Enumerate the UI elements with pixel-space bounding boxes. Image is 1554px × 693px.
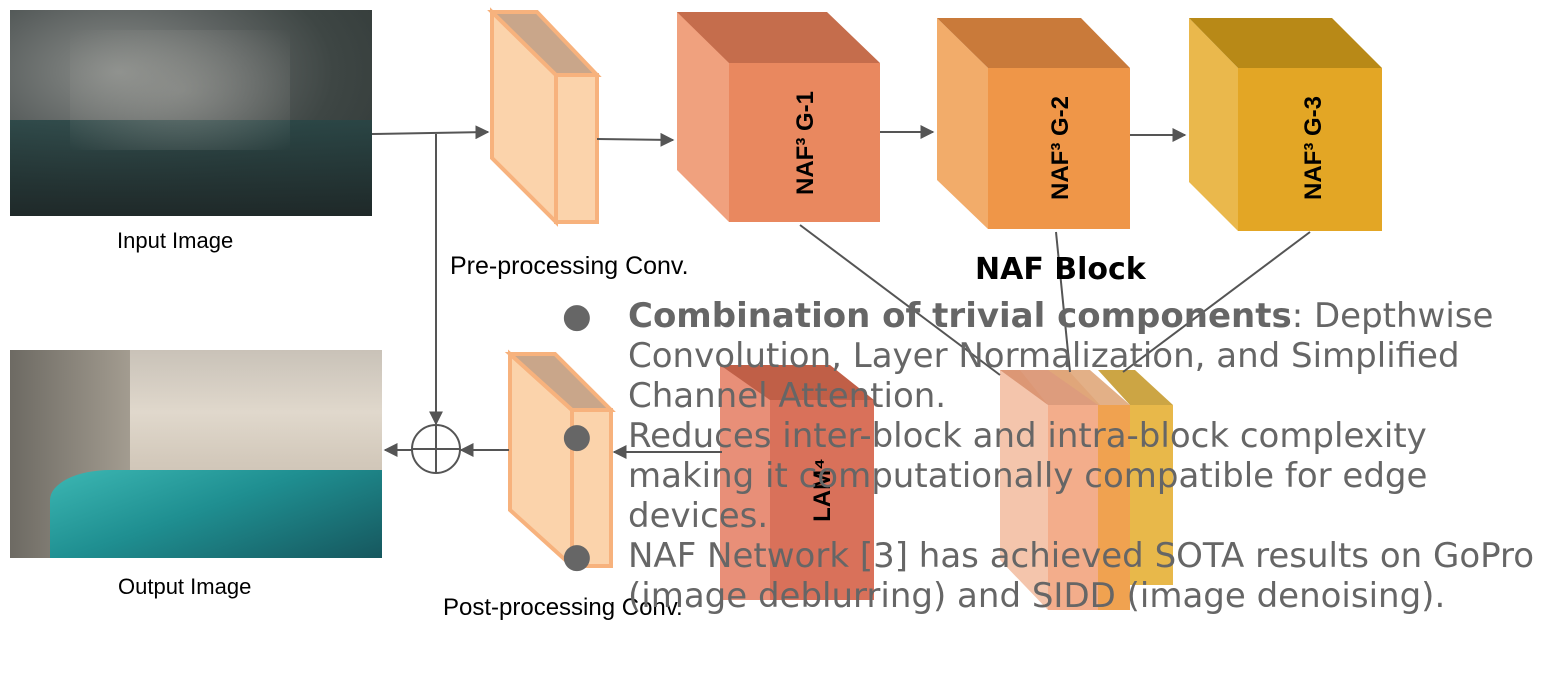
g2-to-naf-block — [1055, 231, 1071, 373]
naf-block-stack — [1000, 370, 1173, 610]
bullet-text: Reduces inter-block and intra-block comp… — [628, 416, 1428, 536]
pre-conv-block — [487, 7, 602, 227]
input-image-haze — [70, 30, 290, 150]
g3-to-naf-block — [1122, 231, 1311, 373]
naf-block-title: NAF Block — [975, 252, 1146, 287]
bullet-list: ● Combination of trivial components: Dept… — [560, 296, 1550, 616]
bullet-text: NAF Network [3] has achieved SOTA result… — [628, 536, 1535, 616]
naf-g2-label: NAF³ G-2 — [1047, 96, 1074, 200]
input-image-caption: Input Image — [117, 228, 234, 253]
input-image — [10, 10, 372, 216]
post-conv-label: Post-processing Conv. — [443, 594, 683, 621]
lam-block: LAM⁴ — [720, 365, 874, 600]
arrow-input-to-preconv — [371, 125, 490, 140]
bullet-item: ● NAF Network [3] has achieved SOTA resul… — [560, 536, 1550, 616]
bullet-item: ● Combination of trivial components: Dept… — [560, 296, 1550, 416]
naf-g3-block: NAF³ G-3 — [1189, 18, 1382, 231]
naf-g3-label: NAF³ G-3 — [1300, 96, 1327, 200]
output-image-caption: Output Image — [118, 574, 252, 599]
naf-g1-label: NAF³ G-1 — [792, 91, 819, 195]
post-conv-block — [504, 349, 616, 571]
lam-label: LAM⁴ — [809, 458, 836, 522]
naf-g1-block: NAF³ G-1 — [677, 12, 880, 222]
bullet-dot: ● — [562, 296, 592, 336]
naf-g2-block: NAF³ G-2 — [937, 18, 1130, 229]
arrow-preconv-to-g1 — [596, 132, 675, 147]
sum-node — [411, 424, 461, 474]
pre-conv-label: Pre-processing Conv. — [450, 252, 689, 280]
bullet-bold: Combination of trivial components — [628, 296, 1292, 336]
bullet-dot: ● — [562, 416, 592, 456]
output-image — [10, 350, 382, 558]
output-image-sea — [50, 470, 382, 558]
g1-to-naf-block — [799, 224, 1001, 376]
connections — [371, 125, 1311, 459]
bullet-text: : Depthwise Convolution, Layer Normaliza… — [628, 296, 1494, 416]
bullet-item: ● Reduces inter-block and intra-block com… — [560, 416, 1550, 536]
bullet-dot: ● — [562, 536, 592, 576]
